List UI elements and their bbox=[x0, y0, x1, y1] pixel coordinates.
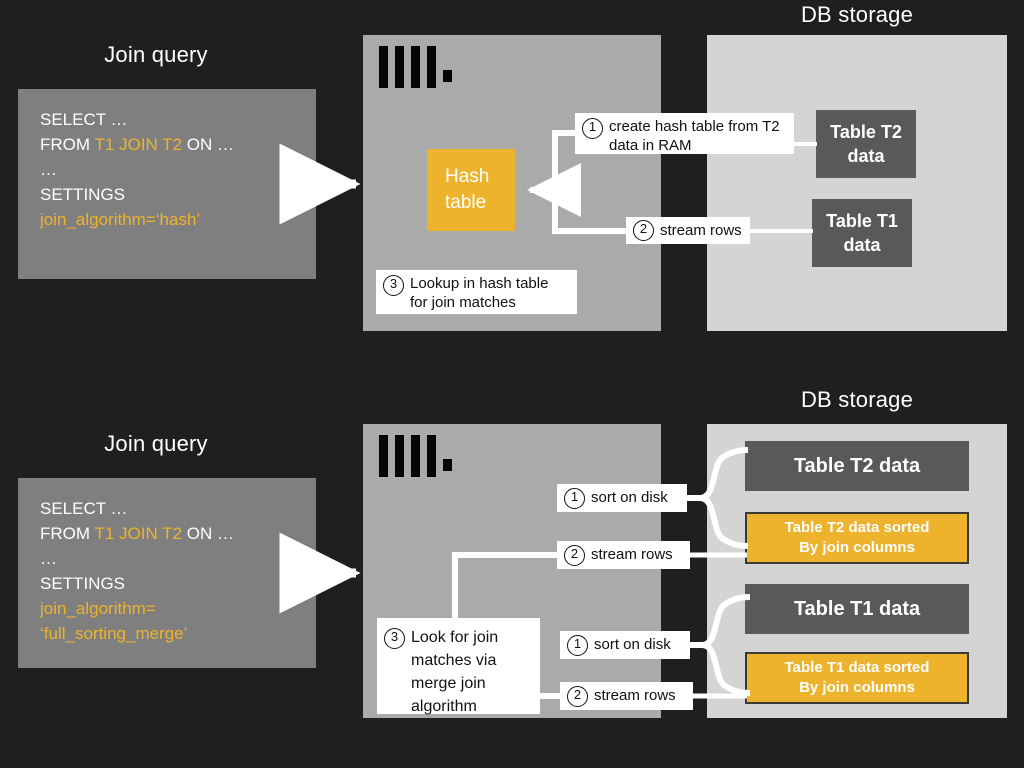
query-from-keyword: FROM bbox=[40, 135, 95, 154]
query-line-ellipsis: … bbox=[40, 160, 57, 179]
hash-table-line2: table bbox=[445, 192, 487, 213]
query-line-ellipsis: … bbox=[40, 549, 57, 568]
query-box-bottom: SELECT … FROM T1 JOIN T2 ON … … SETTINGS… bbox=[18, 478, 316, 668]
callout-bottom-sort-on-disk-t2: 1 sort on disk bbox=[557, 484, 687, 512]
storage-title-top: DB storage bbox=[800, 2, 914, 27]
callout-number: 3 bbox=[383, 275, 404, 296]
callout-text: stream rows bbox=[594, 687, 676, 704]
query-line-algorithm-value: ‘full_sorting_merge’ bbox=[40, 624, 188, 643]
query-join-tables: T1 JOIN T2 bbox=[94, 524, 183, 543]
query-from-keyword: FROM bbox=[40, 524, 95, 543]
query-title-top: Join query bbox=[104, 42, 208, 67]
callout-text: Lookup in hash table for join matches bbox=[410, 275, 549, 311]
query-line-from: FROM T1 JOIN T2 ON … bbox=[40, 521, 294, 546]
table-chip-line2: data bbox=[847, 146, 885, 166]
callout-number: 2 bbox=[567, 685, 588, 707]
callout-top-create-hash-table: 1 create hash table from T2 data in RAM bbox=[575, 113, 794, 154]
table-chip-line1: Table T1 data sorted bbox=[784, 659, 930, 676]
table-chip-line1: Table T1 bbox=[826, 211, 898, 231]
query-line-algorithm: join_algorithm=‘hash’ bbox=[40, 210, 201, 229]
callout-number: 1 bbox=[564, 487, 585, 509]
table-chip-t2-data-bottom: Table T2 data bbox=[745, 441, 969, 491]
table-chip-t2-sorted-bottom: Table T2 data sorted By join columns bbox=[745, 512, 969, 564]
storage-panel-top bbox=[707, 35, 1007, 331]
callout-text: create hash table from T2 data in RAM bbox=[609, 118, 780, 154]
table-chip-line2: By join columns bbox=[799, 539, 915, 556]
query-join-tables: T1 JOIN T2 bbox=[94, 135, 183, 154]
callout-bottom-stream-rows-t1: 2 stream rows bbox=[560, 682, 693, 710]
callout-top-stream-rows: 2 stream rows bbox=[626, 217, 750, 244]
query-on-tail: ON … bbox=[182, 135, 234, 154]
callout-bottom-sort-on-disk-t1: 1 sort on disk bbox=[560, 631, 690, 659]
query-line-settings: SETTINGS bbox=[40, 574, 126, 593]
callout-number: 3 bbox=[384, 628, 405, 649]
query-line-select: SELECT … bbox=[40, 110, 128, 129]
callout-number: 1 bbox=[582, 118, 603, 139]
callout-bottom-stream-rows-t2: 2 stream rows bbox=[557, 541, 690, 569]
query-line-settings: SETTINGS bbox=[40, 185, 126, 204]
table-chip-t2-data-top: Table T2 data bbox=[816, 110, 916, 178]
query-box-top: SELECT … FROM T1 JOIN T2 ON … … SETTINGS… bbox=[18, 89, 316, 279]
query-title-bottom: Join query bbox=[104, 431, 208, 456]
callout-text: sort on disk bbox=[591, 489, 668, 506]
query-line-from: FROM T1 JOIN T2 ON … bbox=[40, 132, 294, 157]
callout-top-lookup: 3 Lookup in hash table for join matches bbox=[376, 270, 577, 314]
query-on-tail: ON … bbox=[182, 524, 234, 543]
query-line-algorithm-key: join_algorithm= bbox=[40, 599, 156, 618]
callout-number: 1 bbox=[567, 634, 588, 656]
hash-table-box: Hash table bbox=[427, 149, 515, 231]
callout-number: 2 bbox=[564, 544, 585, 566]
callout-text: sort on disk bbox=[594, 636, 671, 653]
table-chip-line1: Table T2 bbox=[830, 122, 902, 142]
hash-table-line1: Hash bbox=[445, 166, 490, 187]
callout-text: stream rows bbox=[591, 546, 673, 563]
table-chip-t1-sorted-bottom: Table T1 data sorted By join columns bbox=[745, 652, 969, 704]
storage-title-bottom: DB storage bbox=[800, 387, 914, 412]
clickhouse-logo-bottom bbox=[379, 435, 452, 477]
table-chip-line1: Table T2 data sorted bbox=[784, 519, 930, 536]
callout-bottom-merge-join: 3 Look for join matches via merge join a… bbox=[377, 618, 540, 715]
table-chip-t1-data-bottom: Table T1 data bbox=[745, 584, 969, 634]
table-chip-t1-data-top: Table T1 data bbox=[812, 199, 912, 267]
callout-text: stream rows bbox=[660, 221, 742, 239]
query-line-select: SELECT … bbox=[40, 499, 128, 518]
table-chip-line2: By join columns bbox=[799, 679, 915, 696]
callout-text: Look for join matches via merge join alg… bbox=[411, 629, 499, 715]
clickhouse-logo-top bbox=[379, 46, 452, 88]
callout-number: 2 bbox=[633, 220, 654, 241]
table-chip-line2: data bbox=[843, 235, 881, 255]
